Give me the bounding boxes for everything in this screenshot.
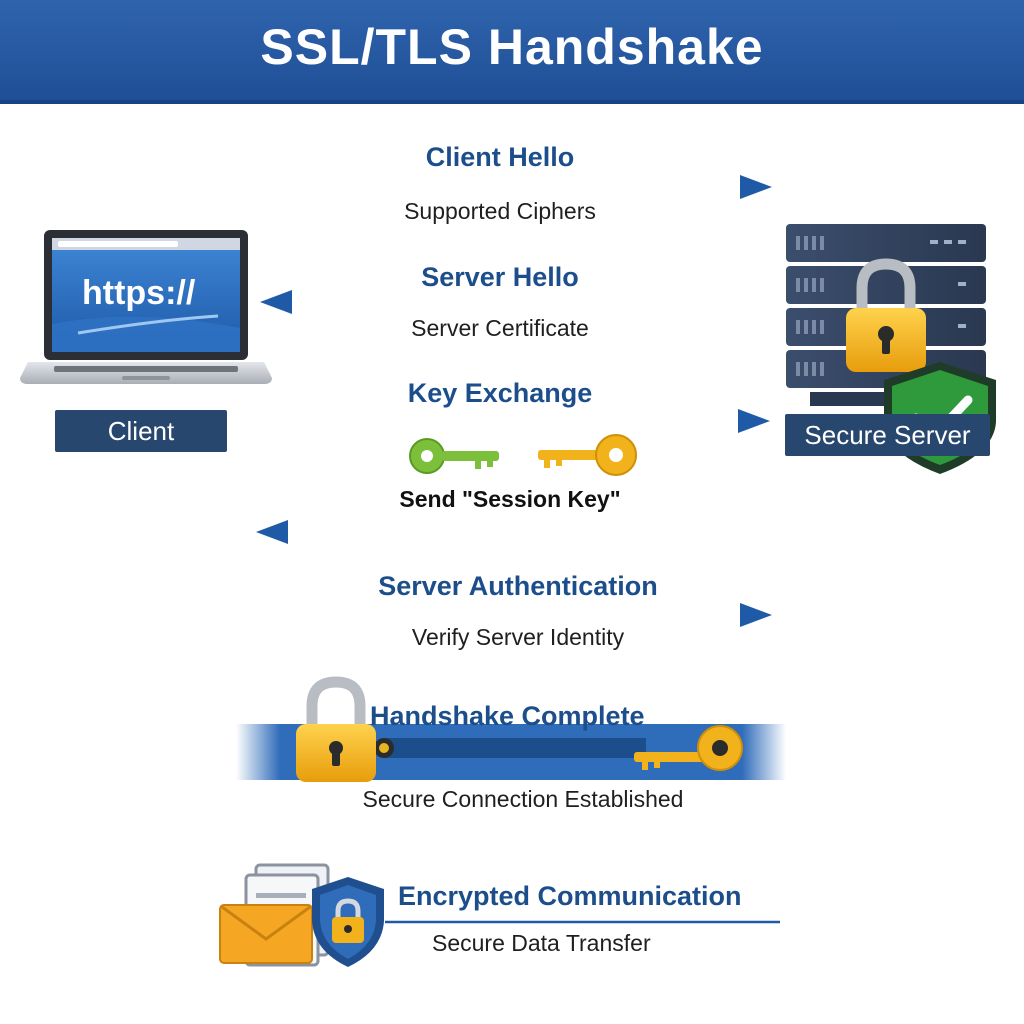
handshake-complete-title: Handshake Complete [370, 701, 645, 731]
gold-key-icon [538, 434, 637, 476]
arrow-server-authentication [250, 603, 772, 627]
server-label: Secure Server [785, 414, 990, 456]
arrow-server-hello [260, 290, 765, 314]
step-subtitle-server-authentication: Verify Server Identity [411, 624, 625, 650]
step-subtitle-client-hello: Supported Ciphers [404, 198, 596, 224]
laptop-icon [20, 230, 272, 384]
green-key-icon [409, 438, 499, 474]
step-subtitle-key-exchange: Send "Session Key" [399, 486, 621, 512]
shield-lock-icon [312, 877, 384, 967]
handshake-complete-banner [236, 676, 786, 782]
arrow-key-exchange [255, 409, 770, 433]
step-title-client-hello: Client Hello [425, 142, 575, 172]
step-title-key-exchange: Key Exchange [407, 378, 593, 408]
step-title-server-hello: Server Hello [421, 262, 579, 292]
arrow-client-hello [248, 175, 772, 199]
arrow-return [256, 520, 765, 544]
banner-key-icon [634, 725, 743, 771]
encrypted-communication-icon [219, 863, 384, 967]
browser-url-text: https:// [82, 274, 196, 312]
encrypted-communication-subtitle: Secure Data Transfer [432, 930, 651, 956]
handshake-complete-subtitle: Secure Connection Established [362, 786, 684, 812]
padlock-icon [296, 676, 376, 782]
step-title-server-authentication: Server Authentication [378, 571, 658, 601]
page-title: SSL/TLS Handshake [260, 19, 764, 75]
server-padlock [846, 258, 926, 372]
encrypted-communication-title: Encrypted Communication [398, 881, 742, 911]
envelope-icon [219, 904, 313, 964]
client-label: Client [55, 410, 227, 452]
header-banner: SSL/TLS Handshake [0, 0, 1024, 104]
step-subtitle-server-hello: Server Certificate [411, 315, 589, 341]
